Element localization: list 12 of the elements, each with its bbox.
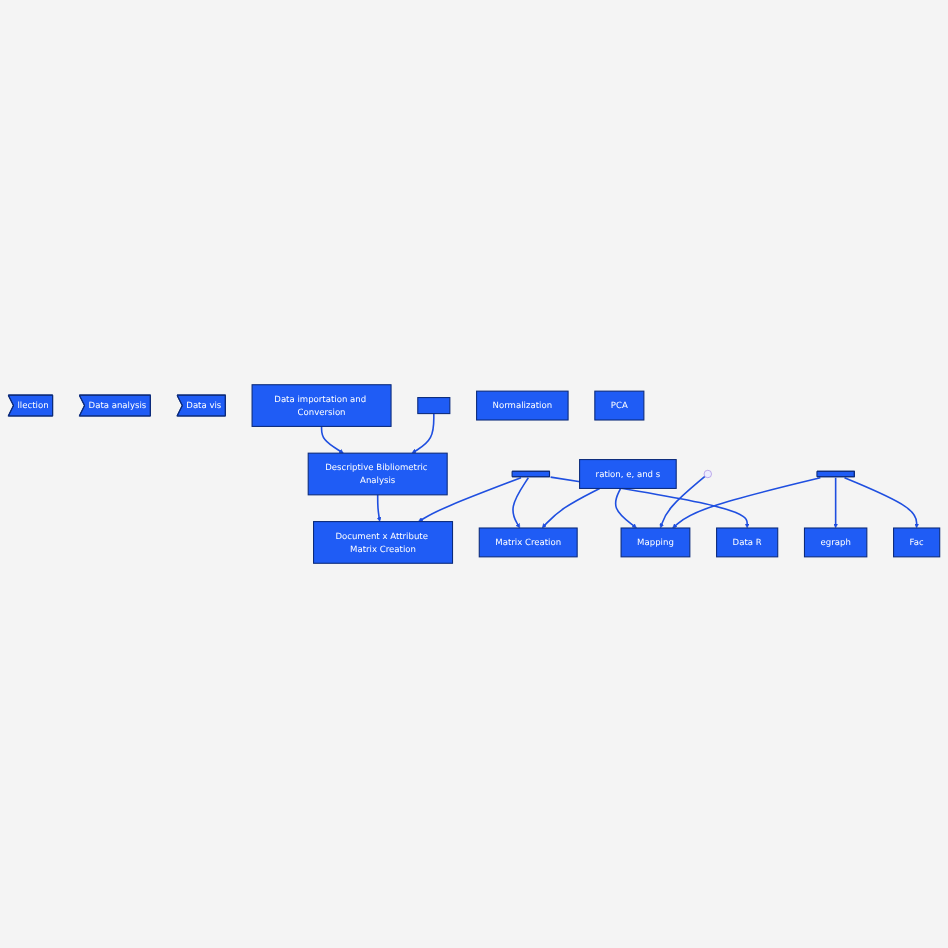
arrow — [418, 476, 522, 522]
arrow — [376, 494, 382, 522]
arrow — [672, 476, 822, 529]
arrow — [614, 487, 637, 529]
arrow — [659, 475, 706, 529]
arrow — [411, 412, 435, 454]
arrow — [833, 476, 838, 529]
node-box — [417, 397, 451, 415]
arrow — [541, 487, 601, 529]
arrow — [512, 476, 530, 529]
arrow — [320, 425, 344, 454]
arrow — [843, 476, 919, 529]
